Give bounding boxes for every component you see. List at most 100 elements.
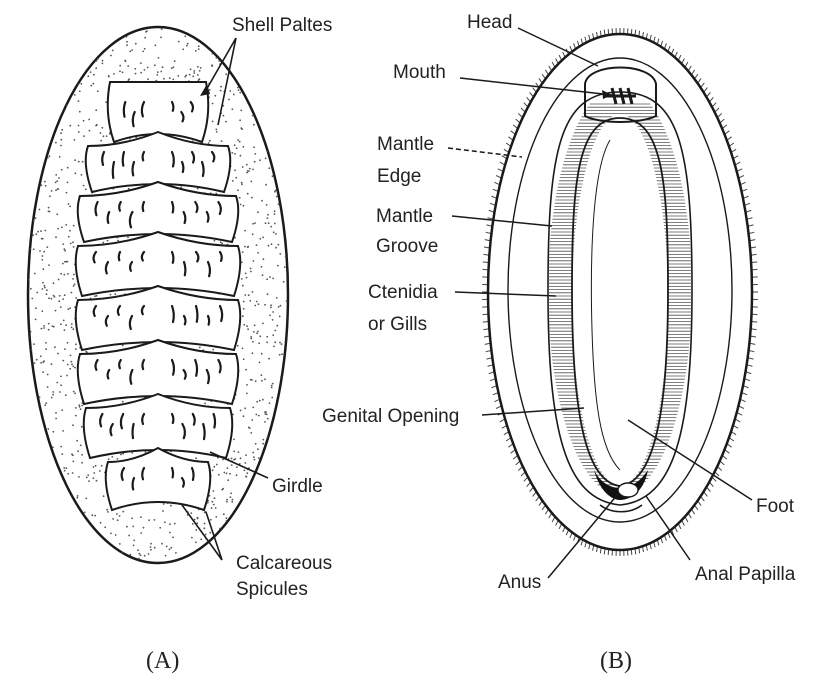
spicule-dot [55,142,57,144]
spicule-dot [119,543,121,545]
spicule-dot [60,446,62,448]
spicule-dot [279,342,281,344]
spicule-dot [262,443,264,445]
spicule-dot [270,304,272,306]
spicule-dot [86,477,88,479]
spicule-dot [74,139,76,141]
spicule-dot [119,515,121,517]
spicule-dot [112,518,114,520]
spicule-dot [232,499,234,501]
spicule-dot [268,358,270,360]
spicule-dot [216,57,218,59]
spicule-dot [252,341,254,343]
spicule-dot [67,167,69,169]
spicule-dot [164,521,166,523]
spicule-dot [253,260,255,262]
spicule-dot [72,461,74,463]
spicule-dot [245,454,247,456]
spicule-dot [238,451,240,453]
spicule-dot [107,240,109,242]
spicule-dot [96,60,98,62]
spicule-dot [278,306,280,308]
spicule-dot [35,233,37,235]
spicule-dot [77,450,79,452]
spicule-dot [277,265,279,267]
spicule-dot [261,266,263,268]
spicule-dot [190,512,192,514]
spicule-dot [58,177,60,179]
spicule-dot [75,407,77,409]
spicule-dot [239,92,241,94]
spicule-dot [56,180,58,182]
spicule-dot [99,470,101,472]
spicule-dot [63,320,65,322]
spicule-dot [108,75,110,77]
spicule-dot [242,348,244,350]
spicule-dot [74,393,76,395]
spicule-dot [221,489,223,491]
spicule-dot [172,79,174,81]
spicule-dot [259,362,261,364]
spicule-dot [216,464,218,466]
spicule-dot [108,458,110,460]
spicule-dot [52,446,54,448]
spicule-dot [174,523,176,525]
spicule-dot [272,334,274,336]
spicule-dot [166,546,168,548]
spicule-dot [63,248,65,250]
plate-mark [119,252,120,260]
spicule-dot [229,90,231,92]
spicule-dot [117,519,119,521]
spicule-dot [61,169,63,171]
spicule-dot [95,109,97,111]
spicule-dot [215,516,217,518]
spicule-dot [52,391,54,393]
spicule-dot [154,547,156,549]
spicule-dot [72,366,74,368]
spicule-dot [278,203,280,205]
spicule-dot [126,44,128,46]
spicule-dot [54,346,56,348]
spicule-dot [101,127,103,129]
spicule-dot [272,311,274,313]
spicule-dot [245,369,247,371]
spicule-dot [265,222,267,224]
spicule-dot [234,169,236,171]
spicule-dot [93,466,95,468]
spicule-dot [258,303,260,305]
spicule-dot [275,247,277,249]
spicule-dot [224,472,226,474]
spicule-dot [254,222,256,224]
label-mantle-groove-2: Groove [376,236,438,257]
spicule-dot [231,501,233,503]
spicule-dot [73,225,75,227]
mantle-inner-outline [508,58,732,522]
spicule-dot [53,431,55,433]
spicule-dot [81,462,83,464]
spicule-dot [87,474,89,476]
spicule-dot [257,331,259,333]
spicule-dot [75,415,77,417]
spicule-dot [280,376,282,378]
spicule-dot [244,407,246,409]
spicule-dot [243,205,245,207]
spicule-dot [243,324,245,326]
spicule-dot [74,172,76,174]
spicule-dot [62,360,64,362]
mantle-groove-leader [452,216,552,226]
spicule-dot [236,474,238,476]
spicule-dot [47,386,49,388]
spicule-dot [62,298,64,300]
spicule-dot [147,67,149,69]
spicule-dot [59,295,61,297]
spicule-dot [90,71,92,73]
label-anal-papilla: Anal Papilla [695,564,796,585]
spicule-dot [249,427,251,429]
spicule-dot [107,511,109,513]
spicule-dot [42,371,44,373]
spicule-dot [241,128,243,130]
spicule-dot [241,278,243,280]
spicule-dot [171,67,173,69]
spicule-dot [103,495,105,497]
spicule-dot [228,99,230,101]
